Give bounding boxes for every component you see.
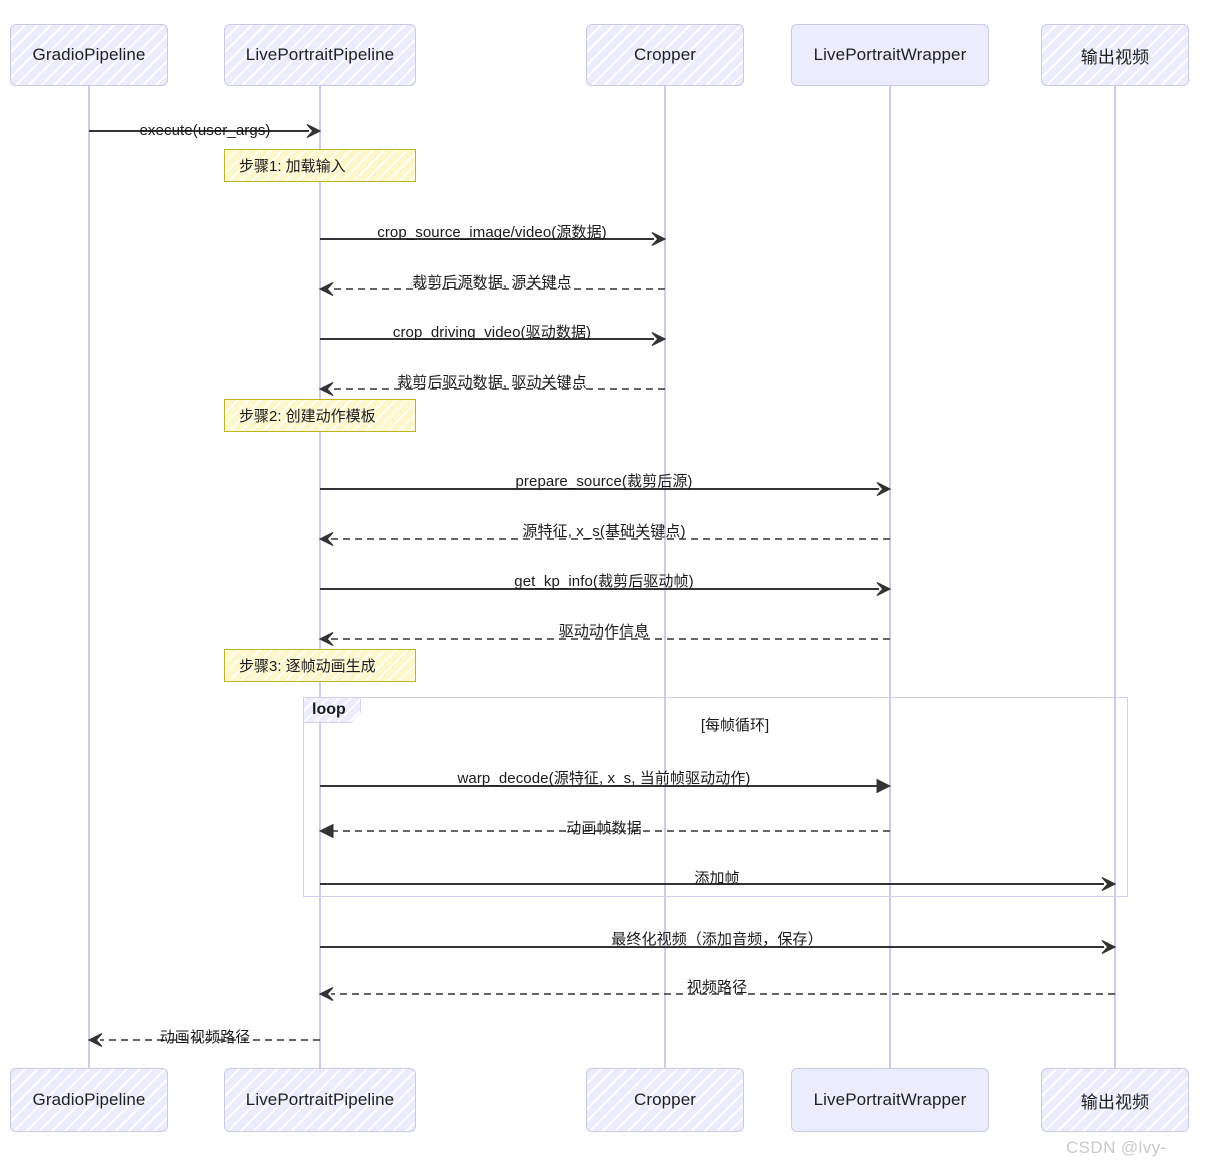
note-note1: 步骤1: 加载输入 bbox=[224, 149, 416, 182]
message-label-m4: crop_driving_video(驱动数据) bbox=[392, 324, 592, 341]
arrowhead-m5 bbox=[318, 381, 334, 397]
message-label-m9: 驱动动作信息 bbox=[558, 623, 650, 640]
participant-label: GradioPipeline bbox=[32, 1090, 146, 1109]
arrowhead-m14 bbox=[318, 986, 334, 1002]
participant-lpp-top[interactable]: LivePortraitPipeline bbox=[224, 24, 416, 86]
participant-wrapper-bottom[interactable]: LivePortraitWrapper bbox=[791, 1068, 989, 1132]
message-label-m11: 动画帧数据 bbox=[566, 820, 642, 837]
participant-label: LivePortraitPipeline bbox=[245, 1090, 395, 1109]
participant-gradio-bottom[interactable]: GradioPipeline bbox=[10, 1068, 168, 1132]
arrowhead-m4 bbox=[651, 331, 667, 347]
loop-condition-label: [每帧循环] bbox=[700, 717, 770, 734]
participant-label: LivePortraitWrapper bbox=[813, 45, 967, 64]
participant-cropper-bottom[interactable]: Cropper bbox=[586, 1068, 744, 1132]
participant-wrapper-top[interactable]: LivePortraitWrapper bbox=[791, 24, 989, 86]
participant-label: LivePortraitWrapper bbox=[813, 1090, 967, 1109]
participant-label: LivePortraitPipeline bbox=[245, 45, 395, 64]
participant-label: Cropper bbox=[633, 45, 697, 64]
message-label-m15: 动画视频路径 bbox=[159, 1029, 251, 1046]
message-label-m6: prepare_source(裁剪后源) bbox=[515, 473, 693, 490]
arrowhead-m9 bbox=[318, 631, 334, 647]
message-label-m7: 源特征, x_s(基础关键点) bbox=[522, 523, 686, 540]
arrowhead-m10 bbox=[876, 778, 892, 794]
message-label-m3: 裁剪后源数据, 源关键点 bbox=[412, 274, 572, 291]
loop-block bbox=[303, 697, 1128, 897]
participant-lpp-bottom[interactable]: LivePortraitPipeline bbox=[224, 1068, 416, 1132]
arrowhead-m7 bbox=[318, 531, 334, 547]
arrowhead-m8 bbox=[876, 581, 892, 597]
arrowhead-m15 bbox=[87, 1032, 103, 1048]
participant-cropper-top[interactable]: Cropper bbox=[586, 24, 744, 86]
arrowhead-m12 bbox=[1101, 876, 1117, 892]
arrowhead-m13 bbox=[1101, 939, 1117, 955]
arrowhead-m3 bbox=[318, 281, 334, 297]
participant-label: 输出视频 bbox=[1080, 47, 1150, 67]
message-label-m1: execute(user_args) bbox=[139, 122, 271, 139]
participant-label: Cropper bbox=[633, 1090, 697, 1109]
message-label-m12: 添加帧 bbox=[694, 870, 740, 887]
participant-output-bottom[interactable]: 输出视频 bbox=[1041, 1068, 1189, 1132]
participant-output-top[interactable]: 输出视频 bbox=[1041, 24, 1189, 86]
participant-gradio-top[interactable]: GradioPipeline bbox=[10, 24, 168, 86]
note-note2: 步骤2: 创建动作模板 bbox=[224, 399, 416, 432]
loop-tag-label: loop bbox=[303, 697, 361, 723]
message-label-m2: crop_source_image/video(源数据) bbox=[377, 224, 607, 241]
message-label-m14: 视频路径 bbox=[686, 979, 748, 996]
message-label-m5: 裁剪后驱动数据, 驱动关键点 bbox=[397, 374, 587, 391]
arrowhead-m2 bbox=[651, 231, 667, 247]
participant-label: GradioPipeline bbox=[32, 45, 146, 64]
arrowhead-m11 bbox=[318, 823, 334, 839]
arrowhead-m1 bbox=[306, 123, 322, 139]
message-label-m13: 最终化视频（添加音频，保存） bbox=[611, 931, 823, 948]
message-label-m8: get_kp_info(裁剪后驱动帧) bbox=[514, 573, 694, 590]
note-note3: 步骤3: 逐帧动画生成 bbox=[224, 649, 416, 682]
arrowhead-m6 bbox=[876, 481, 892, 497]
csdn-watermark: CSDN @lvy- bbox=[1066, 1138, 1167, 1157]
message-label-m10: warp_decode(源特征, x_s, 当前帧驱动动作) bbox=[457, 770, 751, 787]
participant-label: 输出视频 bbox=[1080, 1092, 1150, 1112]
